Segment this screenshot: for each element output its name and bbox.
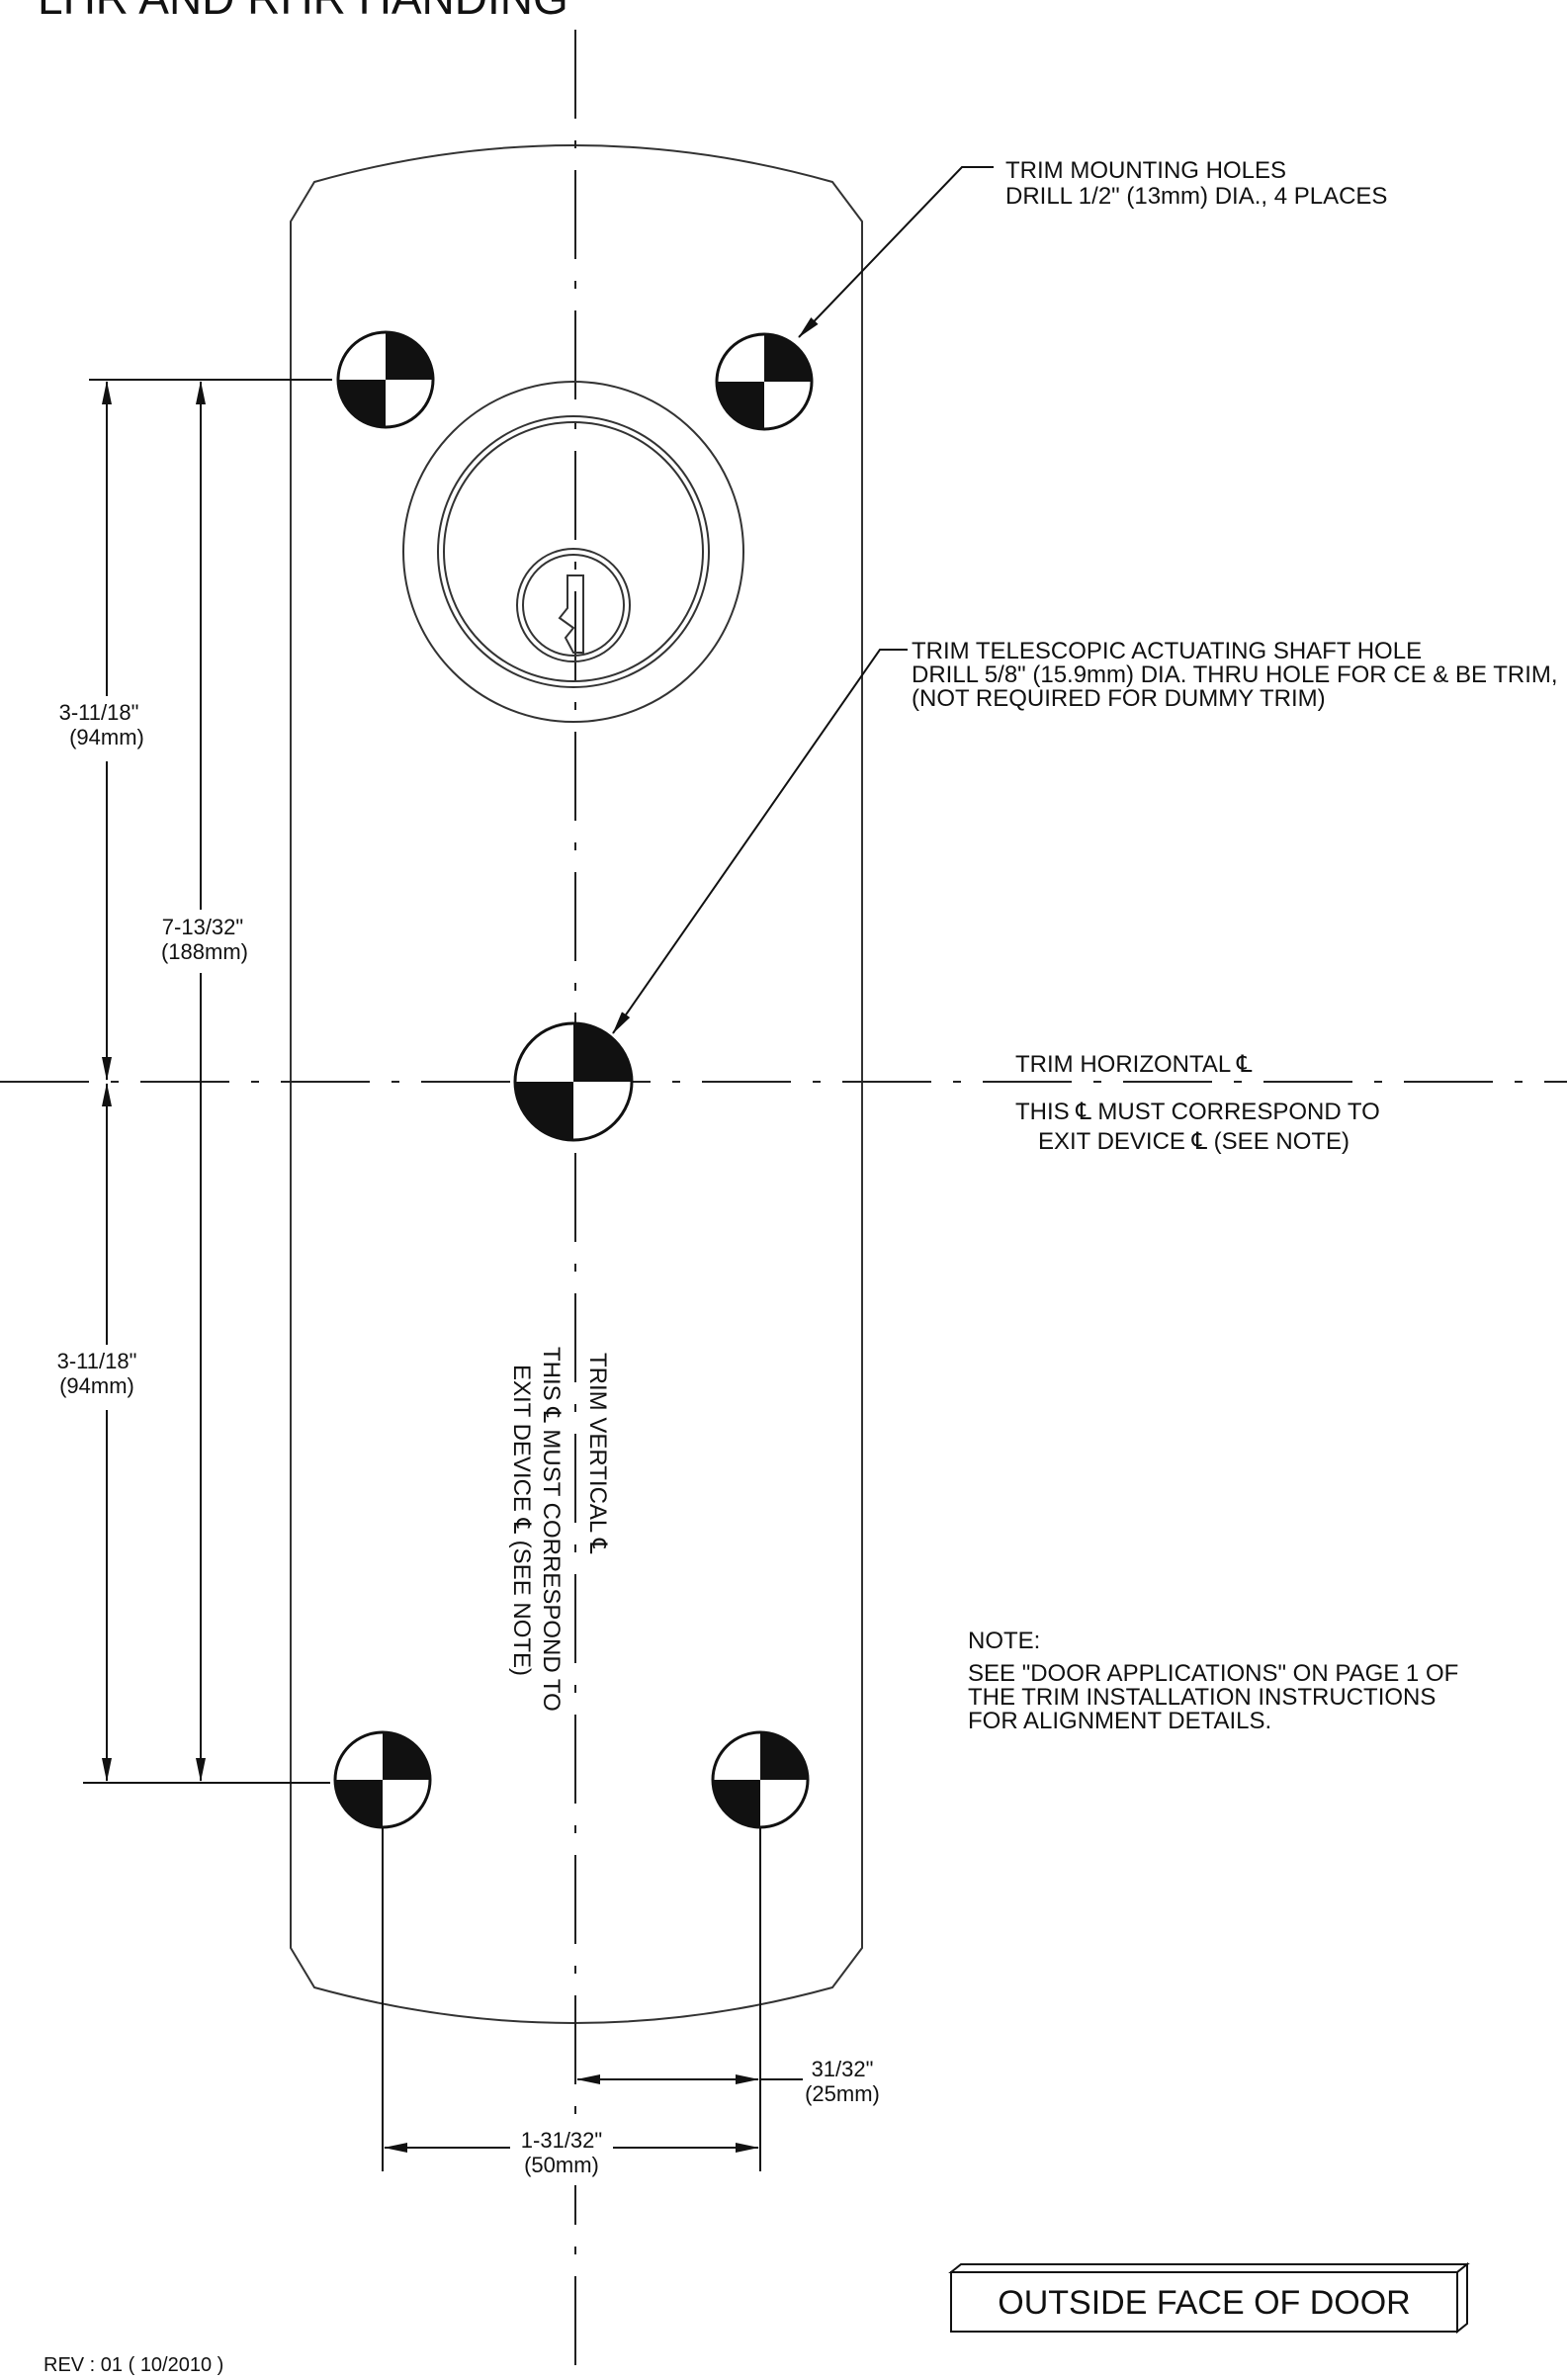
horizontal-cl-line1: TRIM HORIZONTAL ℄ (1015, 1051, 1253, 1078)
shaft-hole-line3: (NOT REQUIRED FOR DUMMY TRIM) (912, 685, 1326, 712)
trim-plate-outline (290, 144, 863, 2024)
note-heading: NOTE: (968, 1628, 1040, 1654)
dimension-overall-metric: (188mm) (161, 939, 248, 964)
mounting-hole-bottom-right (711, 1730, 810, 1829)
horizontal-cl-label: TRIM HORIZONTAL ℄ THIS ℄ MUST CORRESPOND… (1015, 1051, 1380, 1155)
dimension-hole-spacing-metric: (50mm) (524, 2153, 599, 2177)
mounting-holes-line2: DRILL 1/2" (13mm) DIA., 4 PLACES (1005, 183, 1387, 210)
note-line2: THE TRIM INSTALLATION INSTRUCTIONS (968, 1684, 1436, 1711)
note-line1: SEE "DOOR APPLICATIONS" ON PAGE 1 OF (968, 1660, 1458, 1687)
dimension-upper-left-imperial: 3-11/18" (59, 700, 139, 725)
dimension-center-offset-imperial: 31/32" (812, 2057, 874, 2081)
dimension-hole-spacing-imperial: 1-31/32" (521, 2128, 602, 2153)
vertical-cl-line3: EXIT DEVICE ℄ (SEE NOTE) (508, 1365, 535, 1676)
dimension-upper-left-metric: (94mm) (69, 725, 144, 749)
revision-label: REV : 01 ( 10/2010 ) (44, 2354, 223, 2376)
vertical-cl-line2: THIS ℄ MUST CORRESPOND TO (538, 1347, 565, 1712)
alignment-note: NOTE: SEE "DOOR APPLICATIONS" ON PAGE 1 … (968, 1628, 1458, 1734)
vertical-cl-line1: TRIM VERTICAL ℄ (584, 1353, 611, 1554)
dimension-lower-left-metric: (94mm) (59, 1373, 134, 1398)
mounting-hole-top-right (715, 332, 814, 431)
note-line3: FOR ALIGNMENT DETAILS. (968, 1708, 1271, 1734)
horizontal-cl-line3: EXIT DEVICE ℄ (SEE NOTE) (1038, 1128, 1349, 1155)
shaft-hole-line1: TRIM TELESCOPIC ACTUATING SHAFT HOLE (912, 638, 1422, 664)
mounting-holes-line1: TRIM MOUNTING HOLES (1005, 157, 1286, 184)
mounting-holes-callout: TRIM MOUNTING HOLES DRILL 1/2" (13mm) DI… (798, 157, 1387, 338)
vertical-cl-label: TRIM VERTICAL ℄ THIS ℄ MUST CORRESPOND T… (508, 1347, 611, 1712)
mounting-hole-bottom-left (333, 1730, 432, 1829)
shaft-hole (513, 1021, 634, 1142)
dimension-center-offset-metric: (25mm) (805, 2081, 880, 2106)
keyway-icon (558, 574, 584, 654)
shaft-hole-callout: TRIM TELESCOPIC ACTUATING SHAFT HOLE DRI… (612, 638, 1558, 1034)
shaft-hole-line2: DRILL 5/8" (15.9mm) DIA. THRU HOLE FOR C… (912, 661, 1558, 688)
outside-face-of-door-box: OUTSIDE FACE OF DOOR (948, 2261, 1470, 2335)
dimension-overall-imperial: 7-13/32" (162, 915, 243, 939)
mounting-hole-top-left (336, 330, 435, 429)
key-cylinder (402, 381, 744, 723)
horizontal-cl-line2: THIS ℄ MUST CORRESPOND TO (1015, 1099, 1380, 1125)
drawing-title: LHR AND RHR HANDING (38, 0, 568, 24)
dimension-lower-left-imperial: 3-11/18" (57, 1349, 137, 1373)
outside-face-label: OUTSIDE FACE OF DOOR (998, 2284, 1410, 2322)
